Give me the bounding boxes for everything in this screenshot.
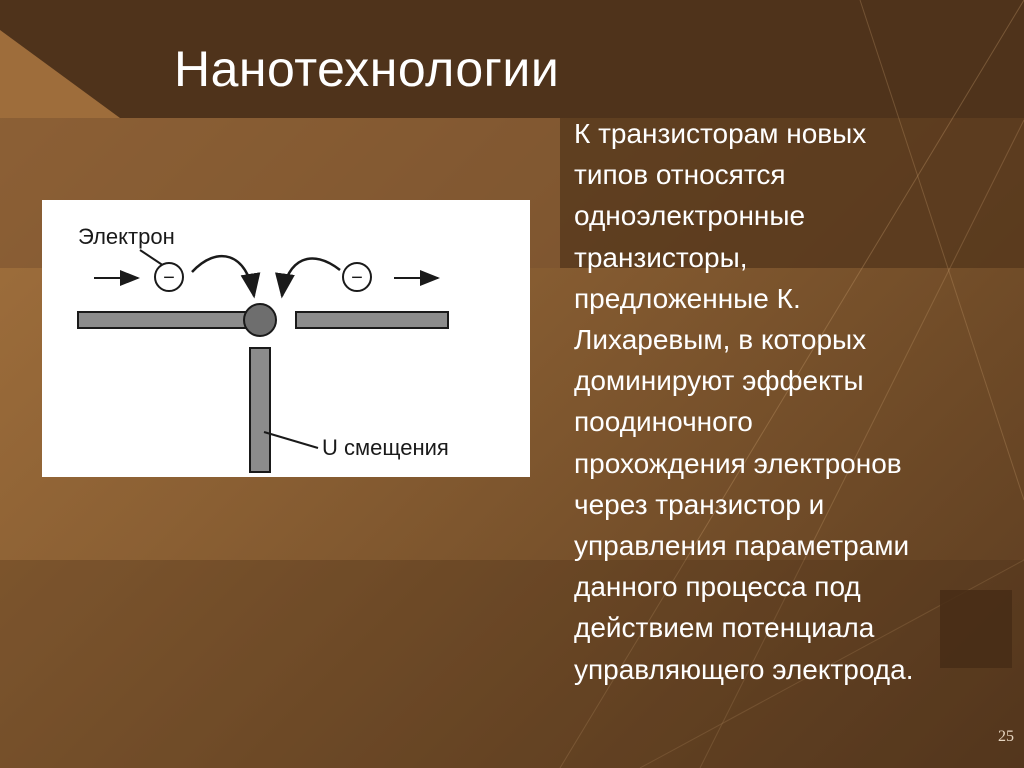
right-electron-symbol: − xyxy=(351,267,363,289)
slide-title: Нанотехнологии xyxy=(174,41,560,97)
left-electron xyxy=(154,262,184,292)
bias-label: U смещения xyxy=(322,435,449,460)
right-electrode xyxy=(295,311,449,329)
bias-leader-line xyxy=(263,431,319,449)
top-dark-band xyxy=(0,0,1024,118)
ray-2 xyxy=(699,119,1024,768)
transistor-diagram: Электрон − − xyxy=(42,200,530,477)
curve-arrow-right xyxy=(275,257,341,299)
ray-3 xyxy=(859,0,1024,501)
right-electron xyxy=(342,262,372,292)
curve-arrow-left xyxy=(191,254,261,299)
quantum-dot xyxy=(243,303,277,337)
right-dark-band xyxy=(560,118,1024,268)
slide-body-text: К транзисторам новых типов относятся одн… xyxy=(574,118,914,685)
electron-leader-line xyxy=(139,249,165,267)
gate-electrode xyxy=(249,347,271,473)
page-number: 25 xyxy=(998,728,1014,745)
left-electron-symbol: − xyxy=(163,267,175,289)
bottom-shade xyxy=(0,560,1024,768)
electron-label: Электрон xyxy=(78,224,175,249)
left-electrode xyxy=(77,311,249,329)
ray-1 xyxy=(559,0,1024,768)
transistor-diagram-svg: Электрон − − xyxy=(77,224,449,473)
lower-right-block xyxy=(940,590,1012,668)
left-light-wedge xyxy=(0,30,120,118)
